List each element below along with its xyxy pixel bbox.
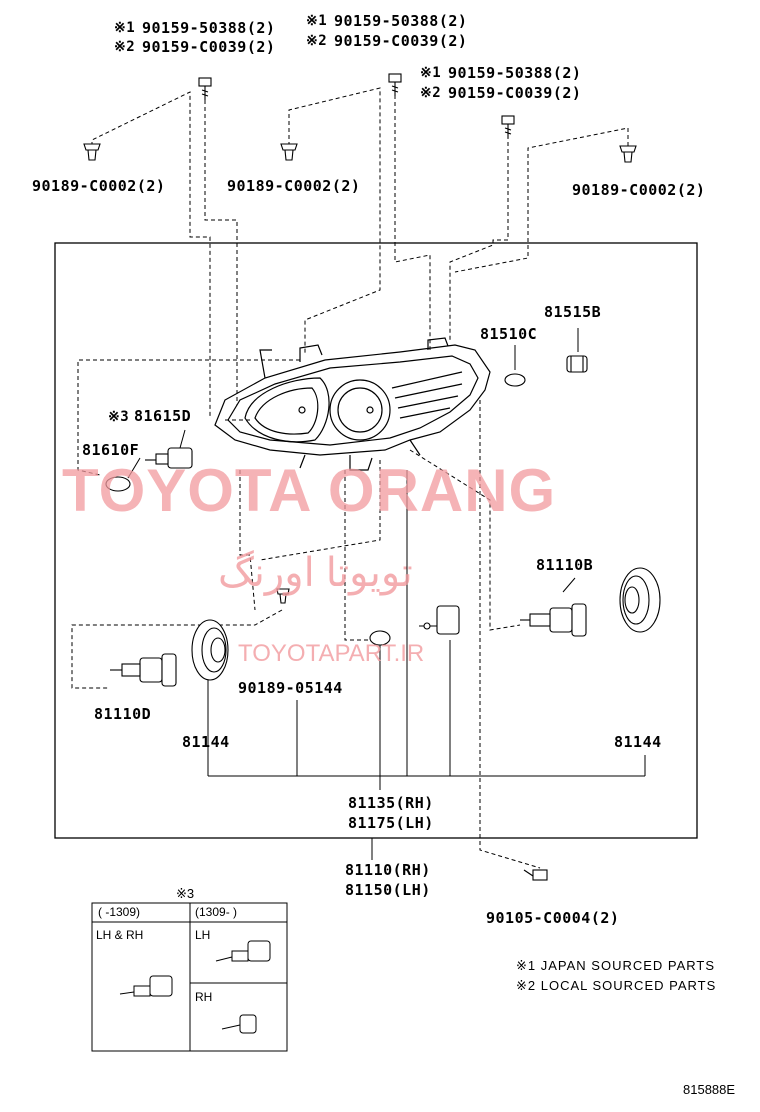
label-81150-lh: 81150(LH) [345,881,431,899]
label-screw-japan-3: 90159-50388(2) [448,64,582,82]
headlamp-housing-drawing [214,337,491,471]
label-marker-1c: ※1 [420,65,442,81]
dashed-leaders [71,87,629,869]
watermark-site: TOYOTAPART.IR [238,640,425,667]
label-screw-local-2: 90159-C0039(2) [334,32,468,50]
label-marker-2b: ※2 [306,33,328,49]
label-clip-3: 90189-C0002(2) [572,181,706,199]
label-81110d: 81110D [94,705,152,723]
label-90105-c0004: 90105-C0004(2) [486,909,620,927]
assembly-frame [54,242,698,839]
label-marker-3: ※3 [108,409,130,425]
inset-cell-lh: LH [195,928,211,942]
inset-cell-lh-rh: LH & RH [96,928,144,942]
label-81144-right: 81144 [614,733,662,751]
label-screw-japan-2: 90159-50388(2) [334,12,468,30]
label-81135-rh: 81135(RH) [348,794,434,812]
solid-leaders [127,328,646,860]
inset-cell-rh: RH [195,990,213,1004]
label-81515b: 81515B [544,303,602,321]
legend-local-sourced: ※2 LOCAL SOURCED PARTS [516,978,717,993]
inset-table [91,902,288,1052]
label-81144-left: 81144 [182,733,230,751]
label-marker-1a: ※1 [114,20,136,36]
bulb-drawings [105,355,661,687]
legend-japan-sourced: ※1 JAPAN SOURCED PARTS [516,958,716,973]
inset-marker: ※3 [176,886,195,901]
label-81510c: 81510C [480,325,538,343]
label-clip-1: 90189-C0002(2) [32,177,166,195]
figure-id: 815888E [683,1082,736,1097]
label-screw-japan-1: 90159-50388(2) [142,19,276,37]
fastener-drawings [83,73,637,881]
label-screw-local-1: 90159-C0039(2) [142,38,276,56]
inset-col-after-1309: (1309- ) [195,905,238,919]
watermark-main: TOYOTA ORANG [62,457,557,524]
label-clip-2: 90189-C0002(2) [227,177,361,195]
label-81110-rh: 81110(RH) [345,861,431,879]
label-81175-lh: 81175(LH) [348,814,434,832]
label-marker-1b: ※1 [306,13,328,29]
inset-bulb-drawings [119,940,271,1034]
label-marker-2a: ※2 [114,39,136,55]
label-marker-2c: ※2 [420,85,442,101]
label-81615d: 81615D [134,407,192,425]
inset-col-before-1309: ( -1309) [98,905,141,919]
label-81610f: 81610F [82,441,140,459]
label-90189-05144: 90189-05144 [238,679,343,697]
label-81110b: 81110B [536,556,594,574]
watermark-persian: تویوتا اورنگ [218,551,413,595]
label-screw-local-3: 90159-C0039(2) [448,84,582,102]
